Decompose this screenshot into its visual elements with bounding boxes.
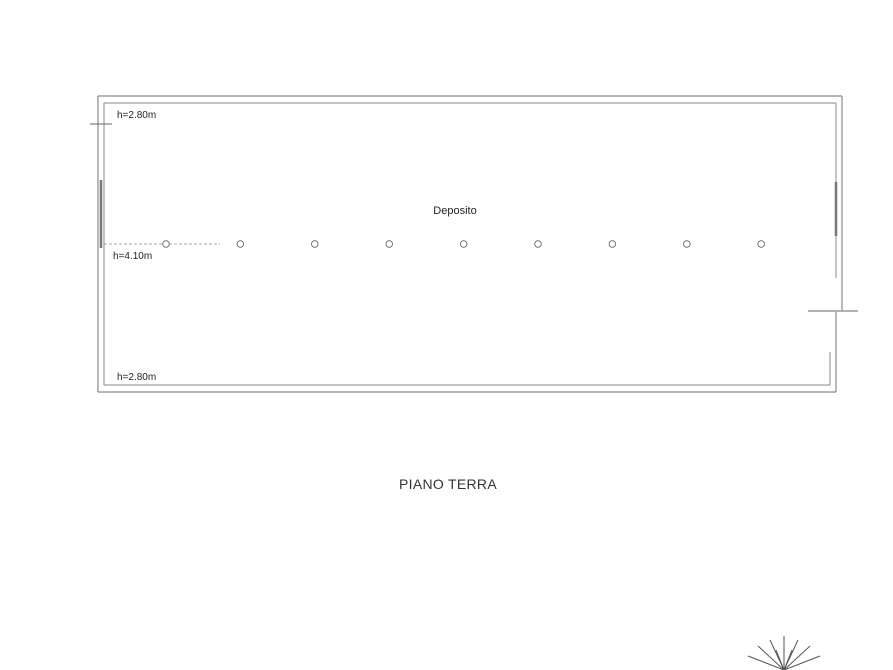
column-marker bbox=[757, 240, 765, 248]
height-label-middle: h=4.10m bbox=[113, 251, 152, 262]
section-marks bbox=[90, 123, 858, 312]
column-marker bbox=[683, 240, 691, 248]
height-label-top: h=2.80m bbox=[117, 110, 156, 121]
room-label: Deposito bbox=[433, 205, 476, 217]
floor-title: PIANO TERRA bbox=[399, 476, 497, 492]
column-marker bbox=[385, 240, 393, 248]
column-marker bbox=[311, 240, 319, 248]
column-marker bbox=[459, 240, 468, 248]
column-marker bbox=[608, 240, 617, 248]
column-marker bbox=[534, 240, 542, 248]
height-label-bottom: h=2.80m bbox=[117, 372, 156, 383]
column-marker bbox=[236, 240, 245, 248]
north-arrow-icon bbox=[747, 636, 821, 670]
column-marker bbox=[162, 240, 170, 248]
column-row bbox=[162, 240, 765, 248]
